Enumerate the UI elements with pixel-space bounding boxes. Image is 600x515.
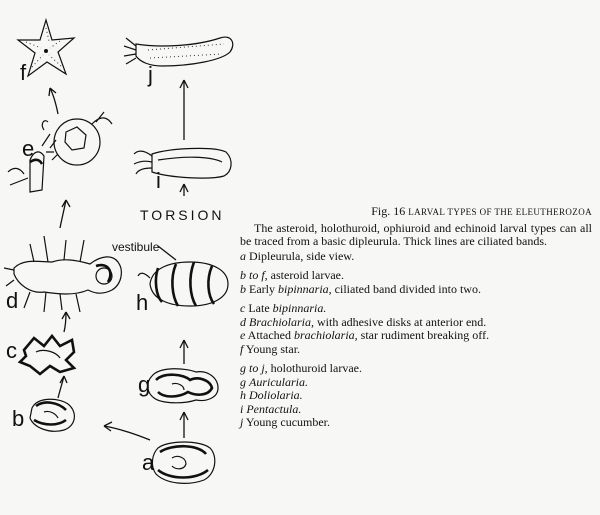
larva-h-doliolaria xyxy=(138,262,228,306)
caption-intro: The asteroid, holothuroid, ophiuroid and… xyxy=(240,222,592,249)
caption-item-j: j Young cucumber. xyxy=(240,416,592,430)
caption-item-f: f Young star. xyxy=(240,343,592,357)
larva-a-dipleurula xyxy=(152,442,214,483)
larva-j-young-cucumber xyxy=(124,37,233,66)
caption-item-c: c Late bipinnaria. xyxy=(240,302,592,316)
caption-item-e: e Attached brachiolaria, star rudiment b… xyxy=(240,329,592,343)
label-a: a xyxy=(142,452,154,474)
caption-item-h: h Doliolaria. xyxy=(240,389,592,403)
caption-item-a: a Dipleurula, side view. xyxy=(240,250,592,264)
label-g: g xyxy=(138,374,150,396)
label-b: b xyxy=(12,408,24,430)
larva-d-brachiolaria xyxy=(4,236,121,312)
caption-item-b: b Early bipinnaria, ciliated band divide… xyxy=(240,283,592,297)
caption-item-g-to-j: g to j, holothuroid larvae. xyxy=(240,362,592,376)
larva-i-pentactula xyxy=(134,148,231,178)
label-d: d xyxy=(6,290,18,312)
label-e: e xyxy=(22,138,34,160)
label-h: h xyxy=(136,292,148,314)
caption-item-g: g Auricularia. xyxy=(240,376,592,390)
figure-caption: Fig. 16 LARVAL TYPES OF THE ELEUTHEROZOA… xyxy=(240,205,592,430)
caption-item-d: d Brachiolaria, with adhesive disks at a… xyxy=(240,316,592,330)
figure-number: Fig. 16 xyxy=(371,204,405,218)
larva-b-early-bipinnaria xyxy=(30,399,74,431)
larva-g-auricularia xyxy=(148,369,218,403)
larva-f-young-star xyxy=(18,20,74,76)
label-i: i xyxy=(156,170,161,192)
label-j: j xyxy=(148,64,153,86)
caption-item-b-to-f: b to f, asteroid larvae. xyxy=(240,269,592,283)
torsion-label: TORSION xyxy=(140,207,225,223)
caption-title: Fig. 16 LARVAL TYPES OF THE ELEUTHEROZOA xyxy=(240,205,592,220)
label-c: c xyxy=(6,340,17,362)
larva-c-late-bipinnaria xyxy=(20,336,74,374)
caption-heading: LARVAL TYPES OF THE ELEUTHEROZOA xyxy=(408,207,592,217)
label-f: f xyxy=(20,62,26,84)
vestibule-label: vestibule xyxy=(112,240,159,254)
caption-item-i: i Pentactula. xyxy=(240,403,592,417)
